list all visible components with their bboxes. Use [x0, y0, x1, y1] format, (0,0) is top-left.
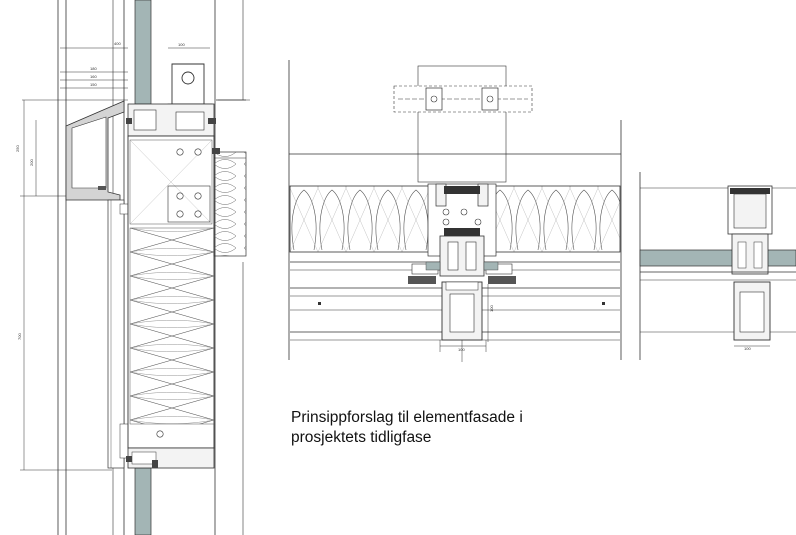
dim-plan-mullion-depth: 100: [489, 305, 494, 312]
corner-detail: 100: [639, 172, 796, 360]
bracket-plate: [417, 65, 507, 183]
dim-section-vertical-inner: 200: [29, 159, 34, 166]
corner-glass-right: [765, 249, 796, 267]
dim-section-top-width: 400: [114, 41, 121, 46]
glass-pane-bottom: [134, 467, 152, 535]
cladding-strip: [107, 199, 125, 469]
corner-glass-left: [639, 249, 737, 267]
dim-corner-mullion-width: 100: [744, 346, 751, 351]
caption-line-2: prosjektets tidligfase: [291, 429, 432, 446]
dim-section-vertical-outer: 250: [15, 145, 20, 152]
central-mullion: [408, 183, 516, 341]
dim-section-stack-2: 160: [90, 74, 97, 79]
dim-section-stack-1: 180: [90, 66, 97, 71]
dim-section-vertical-total: 700: [17, 333, 22, 340]
glass-pane-top: [134, 0, 152, 105]
dim-section-stack-3: 150: [90, 82, 97, 87]
vertical-section: 400 100 180 160 150 250 200 700: [15, 0, 250, 535]
dim-section-bracket-width: 100: [178, 42, 185, 47]
caption-line-1: Prinsippforslag til elementfasade i: [291, 409, 523, 426]
panel-bolts: [156, 148, 202, 438]
dim-plan-mullion-width: 100: [458, 347, 465, 352]
horizontal-section: 100 100: [288, 60, 622, 362]
drawing-caption: Prinsippforslag til elementfasade i pros…: [291, 408, 523, 448]
inner-slab-lining: [213, 151, 247, 257]
